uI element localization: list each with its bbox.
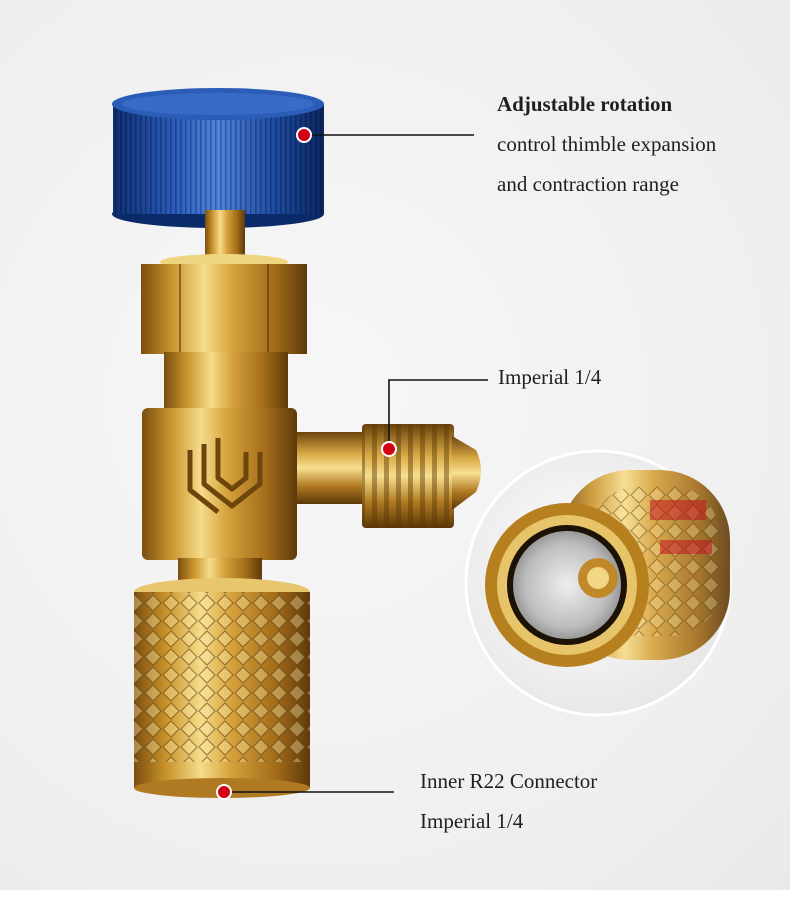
side-port-callout-label: Imperial 1/4 <box>498 365 602 389</box>
valve-illustration <box>112 88 732 800</box>
bottom-nut-callout: Inner R22 Connector Imperial 1/4 <box>420 761 597 841</box>
footer-strip <box>0 890 790 911</box>
knob-callout-line1: control thimble expansion <box>497 132 717 156</box>
valve-neck <box>164 352 288 410</box>
knob-callout: Adjustable rotation control thimble expa… <box>497 84 716 204</box>
blue-knob <box>112 88 324 228</box>
valve-stem <box>205 210 245 260</box>
brand-logo <box>187 438 263 514</box>
knurled-nut <box>134 578 310 798</box>
connector-closeup <box>464 449 732 717</box>
bottom-nut-marker <box>218 786 230 798</box>
bottom-nut-callout-line1: Inner R22 Connector <box>420 769 598 793</box>
side-port-callout: Imperial 1/4 <box>498 357 601 397</box>
leader-lines <box>224 134 488 793</box>
valve-body <box>142 408 297 560</box>
knob-marker <box>298 129 310 141</box>
knob-callout-line2: and contraction range <box>497 172 679 196</box>
bottom-nut-callout-line2: Imperial 1/4 <box>420 809 524 833</box>
hex-nut <box>141 254 307 354</box>
side-port-marker <box>383 443 395 455</box>
callout-markers <box>216 127 397 800</box>
knob-callout-title: Adjustable rotation <box>497 92 673 116</box>
